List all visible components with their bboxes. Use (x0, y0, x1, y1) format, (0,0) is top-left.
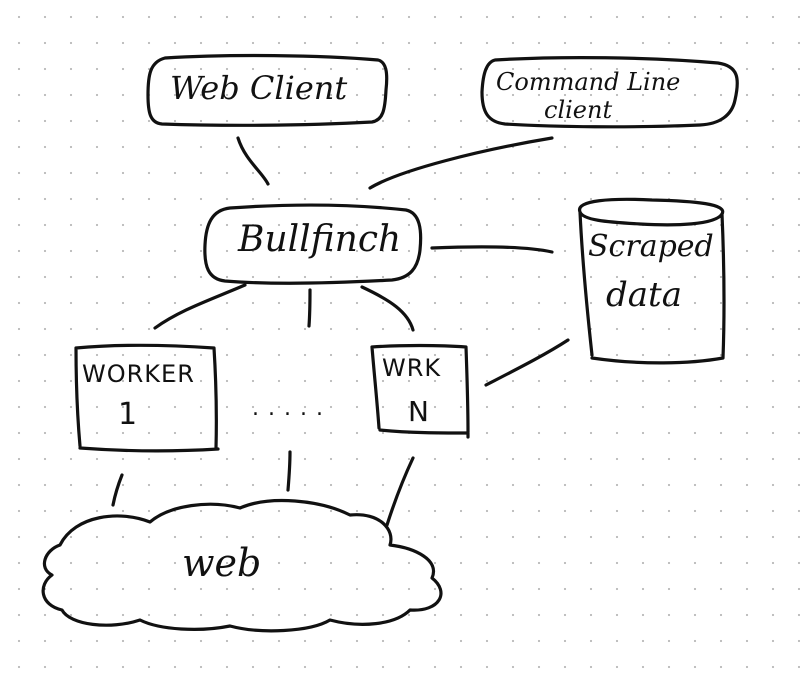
worker-1-box (74, 343, 220, 453)
workern-to-scraped (484, 338, 570, 387)
worker-n-number: N (408, 395, 430, 428)
worker-n-box (370, 343, 470, 439)
bullfinch-to-worker1 (153, 283, 247, 330)
scraped-data-cylinder (578, 197, 726, 365)
data-label: data (606, 275, 682, 315)
bullfinch-center-line (307, 288, 312, 328)
webclient-to-bullfinch (236, 136, 270, 186)
connectors (111, 136, 570, 527)
web-client-box (146, 53, 389, 127)
bullfinch-to-scraped (430, 245, 554, 254)
bullfinch-to-workern (360, 285, 415, 332)
worker-1-number: 1 (118, 397, 139, 432)
bullfinch-box (203, 203, 423, 285)
center-to-web (286, 450, 292, 492)
client-label: client (544, 96, 613, 124)
command-line-label: Command Line (496, 68, 681, 96)
command-line-client-box (480, 56, 739, 129)
workers-ellipsis: . . . . . (252, 396, 324, 421)
web-label: web (182, 541, 262, 585)
bullfinch-label: Bullfinch (238, 219, 402, 260)
web-cloud (41, 498, 443, 633)
worker-n-title: WRK (382, 354, 442, 382)
worker1-to-web (111, 473, 124, 507)
worker-1-title: WORKER (82, 360, 195, 388)
cli-to-bullfinch (368, 136, 554, 190)
scraped-label: Scraped (588, 229, 714, 264)
workern-to-web (385, 456, 415, 527)
web-client-label: Web Client (170, 69, 348, 107)
